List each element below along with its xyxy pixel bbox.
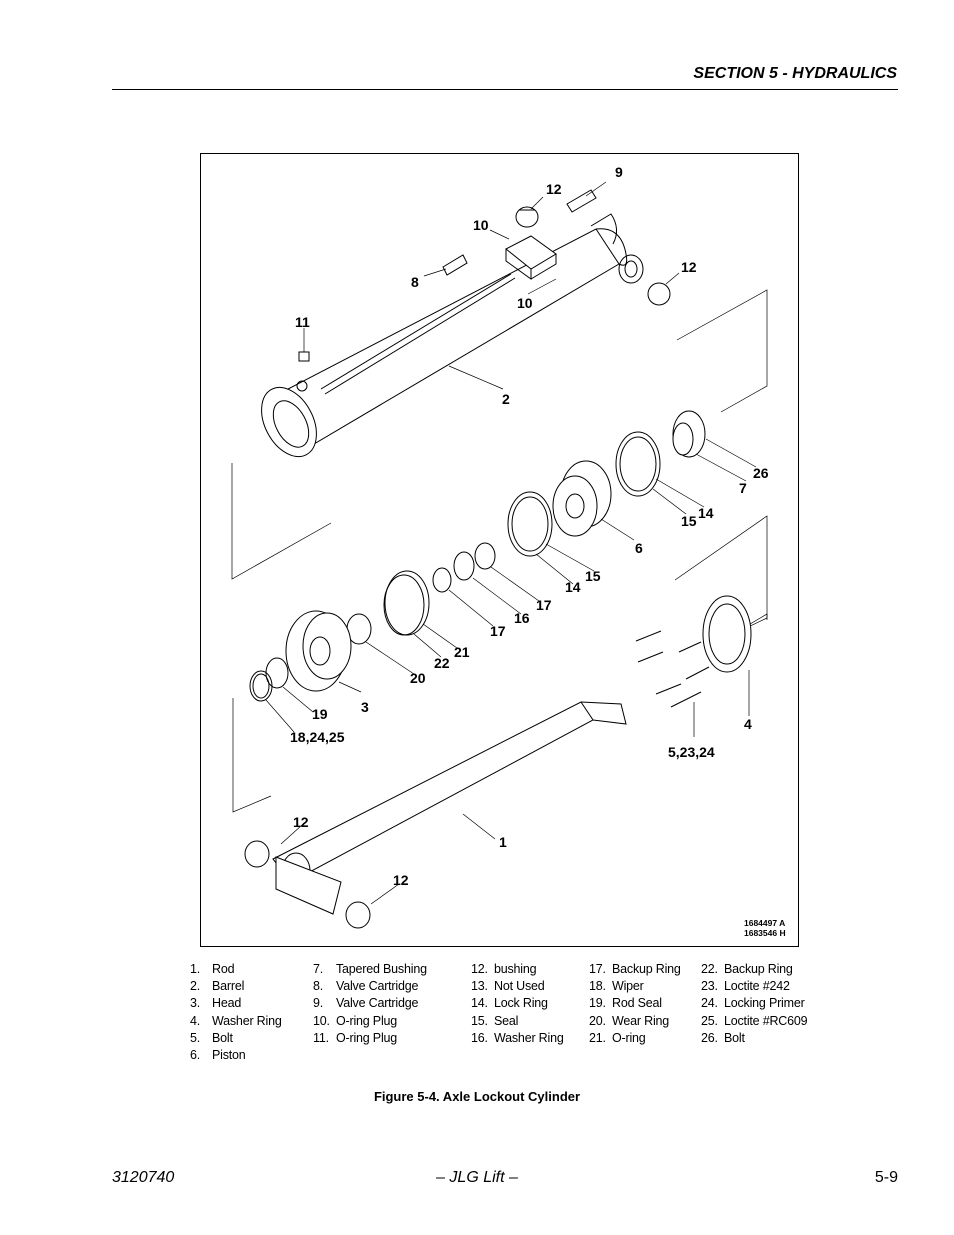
washer-ring-part <box>702 595 752 673</box>
legend-column-1: 1.Rod 2.Barrel 3.Head 4.Washer Ring 5.Bo… <box>190 961 282 1064</box>
legend-column-4: 17.Backup Ring 18.Wiper 19.Rod Seal 20.W… <box>589 961 681 1047</box>
callout-7: 7 <box>739 480 747 496</box>
drawing-ref-2: 1683546 H <box>744 928 786 938</box>
legend-item: 10.O-ring Plug <box>313 1013 398 1028</box>
legend-item: 22.Backup Ring <box>701 962 793 976</box>
legend-item: 6.Piston <box>190 1048 246 1063</box>
legend-item: 24.Locking Primer <box>701 996 805 1011</box>
axle-lockout-cylinder-drawing: 9 12 10 12 8 10 11 2 26 7 15 14 6 15 14 … <box>231 164 786 938</box>
callout-26: 26 <box>753 465 769 481</box>
callout-6: 6 <box>635 540 643 556</box>
callout-15-lower: 15 <box>585 568 601 584</box>
figure-caption: Figure 5-4. Axle Lockout Cylinder <box>373 1089 581 1104</box>
lock-ring-seal-upper <box>615 431 661 497</box>
callout-12-top: 12 <box>546 181 562 197</box>
bushing-bottom-right <box>345 901 371 929</box>
callout-14-upper: 14 <box>698 505 714 521</box>
leader-lines <box>265 181 757 905</box>
legend-item: 15.Seal <box>471 1013 519 1028</box>
valve-cartridge-8 <box>442 254 468 276</box>
callout-9: 9 <box>615 164 623 180</box>
callout-12-bottom-left: 12 <box>293 814 309 830</box>
callout-22: 22 <box>434 655 450 671</box>
callout-17-lower: 17 <box>490 623 506 639</box>
callout-10-top: 10 <box>473 217 489 233</box>
small-rings <box>432 542 496 593</box>
callout-4: 4 <box>744 716 752 732</box>
lock-ring-seal-lower <box>507 491 553 557</box>
callout-16: 16 <box>514 610 530 626</box>
callout-17-upper: 17 <box>536 597 552 613</box>
callout-14-lower: 14 <box>565 579 581 595</box>
callout-10-bottom: 10 <box>517 295 533 311</box>
legend-item: 18.Wiper <box>589 979 644 994</box>
o-ring-plug-11 <box>298 351 310 362</box>
legend-item: 1.Rod <box>190 962 235 976</box>
head-part <box>285 610 352 692</box>
o-ring-21 <box>383 570 430 636</box>
drawing-ref-1: 1684497 A <box>744 918 785 928</box>
legend-item: 26.Bolt <box>701 1030 745 1045</box>
projection-lines <box>231 289 768 813</box>
callout-19: 19 <box>312 706 328 722</box>
legend-item: 14.Lock Ring <box>471 996 548 1011</box>
footer-doc-number: 3120740 <box>112 1169 175 1186</box>
rod-part <box>272 701 627 915</box>
legend-item: 11.O-ring Plug <box>313 1030 398 1045</box>
callout-12-bottom-right: 12 <box>393 872 409 888</box>
legend-item: 20.Wear Ring <box>589 1013 670 1028</box>
callout-5-23-24: 5,23,24 <box>668 744 715 760</box>
valve-cartridge-9 <box>566 189 597 213</box>
bushing-top-left <box>515 206 539 228</box>
legend-item: 12.bushing <box>471 962 537 976</box>
header-rule <box>112 89 898 90</box>
tapered-bushing-part <box>672 410 706 458</box>
callout-12-right: 12 <box>681 259 697 275</box>
callout-20: 20 <box>410 670 426 686</box>
callout-11: 11 <box>295 314 310 330</box>
rod-seal-wiper <box>249 657 289 702</box>
piston-part <box>552 460 612 537</box>
bushing-bottom-left <box>244 840 270 868</box>
barrel-part <box>261 213 644 458</box>
legend-item: 17.Backup Ring <box>589 962 681 976</box>
callout-15-upper: 15 <box>681 513 697 529</box>
legend-item: 7.Tapered Bushing <box>313 962 427 976</box>
legend-item: 2.Barrel <box>190 979 245 994</box>
callout-8: 8 <box>411 274 419 290</box>
callout-1: 1 <box>499 834 507 850</box>
legend-item: 5.Bolt <box>190 1030 233 1045</box>
section-header-title: SECTION 5 - HYDRAULICS <box>693 65 897 82</box>
legend-item: 3.Head <box>190 996 242 1011</box>
legend-column-3: 12.bushing 13.Not Used 14.Lock Ring 15.S… <box>471 961 564 1047</box>
legend-item: 23.Loctite #242 <box>701 979 790 994</box>
footer-page-number: 5-9 <box>874 1169 898 1186</box>
legend-item: 25.Loctite #RC609 <box>701 1013 808 1028</box>
callout-18-24-25: 18,24,25 <box>290 729 345 745</box>
legend-column-5: 22.Backup Ring 23.Loctite #242 24.Lockin… <box>701 961 808 1047</box>
callout-21: 21 <box>454 644 470 660</box>
bushing-top-right <box>647 282 671 306</box>
exploded-view-figure: 9 12 10 12 8 10 11 2 26 7 15 14 6 15 14 … <box>200 153 799 947</box>
legend-item: 19.Rod Seal <box>589 996 662 1011</box>
legend-item: 16.Washer Ring <box>471 1030 564 1045</box>
legend-item: 8.Valve Cartridge <box>313 979 419 994</box>
legend-item: 13.Not Used <box>471 979 545 994</box>
legend-column-2: 7.Tapered Bushing 8.Valve Cartridge 9.Va… <box>313 961 427 1047</box>
valve-block <box>505 235 557 280</box>
bolts <box>635 630 710 708</box>
legend-item: 9.Valve Cartridge <box>313 996 419 1011</box>
legend-item: 4.Washer Ring <box>190 1013 282 1028</box>
callout-3: 3 <box>361 699 369 715</box>
footer-publisher: – JLG Lift – <box>436 1169 518 1186</box>
legend-item: 21.O-ring <box>589 1030 646 1045</box>
callout-2: 2 <box>502 391 510 407</box>
